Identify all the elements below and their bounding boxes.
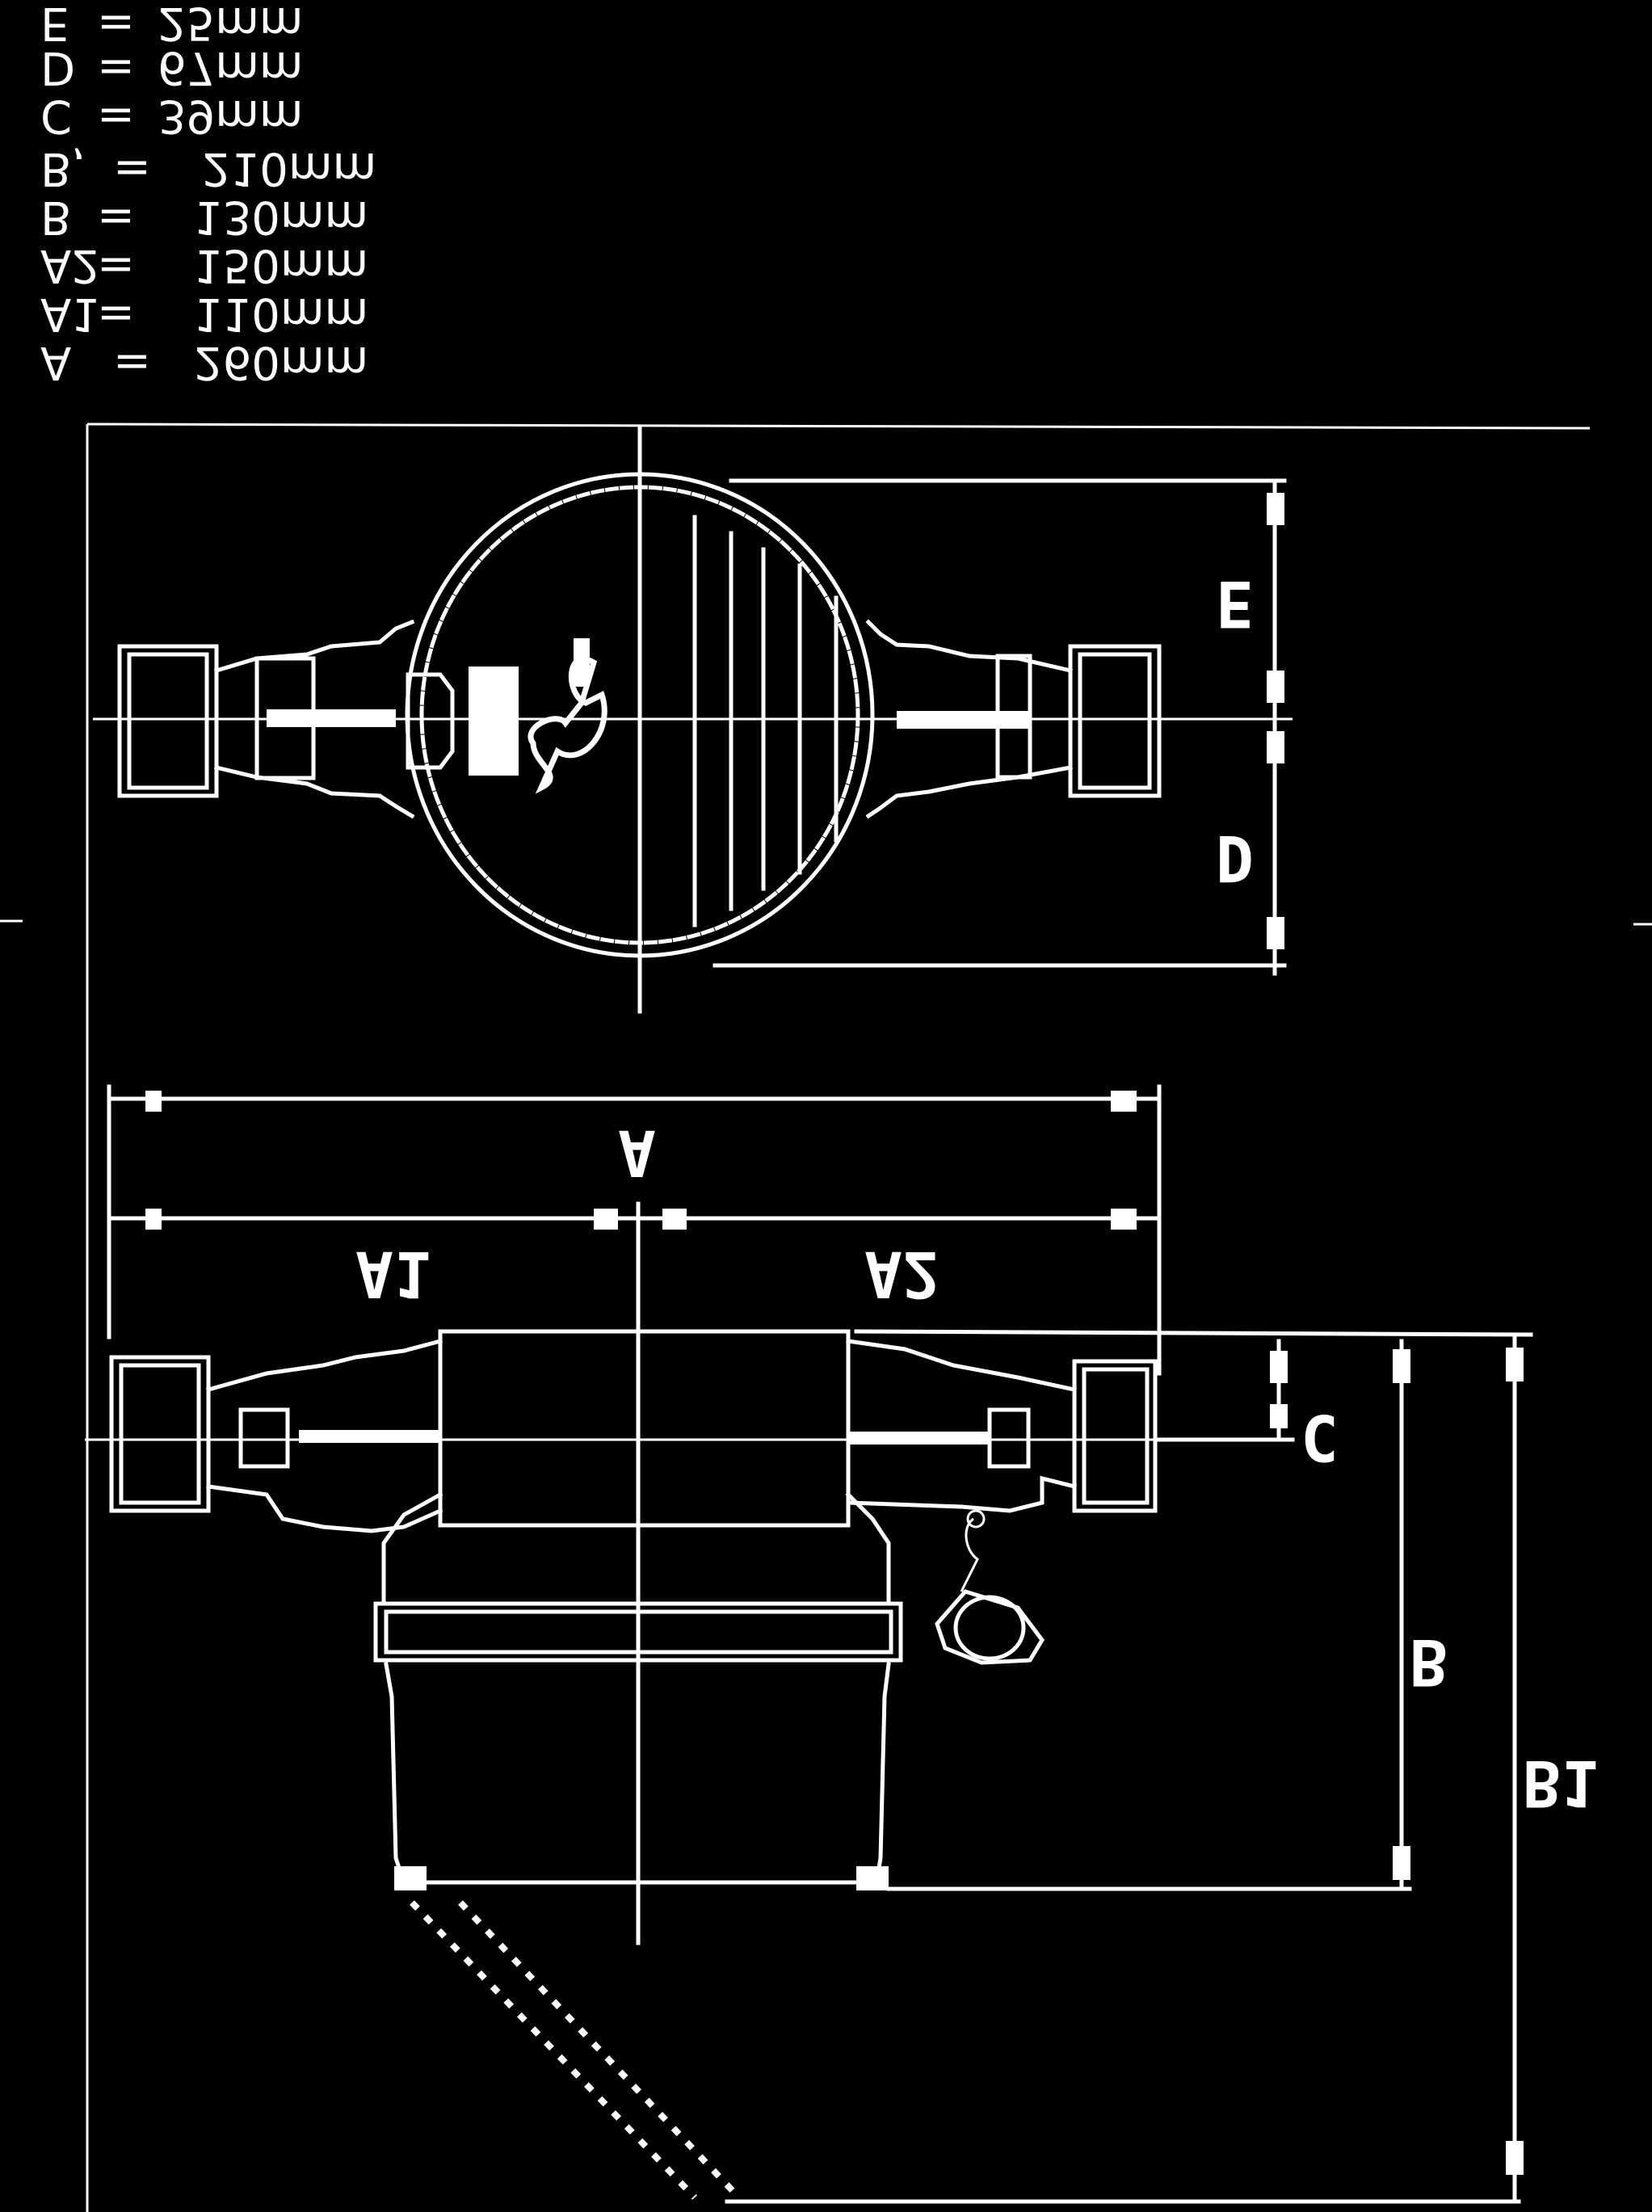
svg-text:A1: A1 — [40, 288, 100, 340]
left-connector-top — [117, 619, 455, 819]
dial-pointer-bar — [574, 638, 590, 687]
tick-A1-left — [145, 1209, 162, 1230]
tick-C-top — [1270, 1351, 1288, 1383]
svg-text:110mm: 110mm — [194, 288, 368, 340]
spec-row-B: B = 130mm — [40, 191, 368, 243]
tick-A2-right — [1111, 1209, 1137, 1230]
label-B: B — [1410, 1625, 1448, 1697]
right-connector-side — [846, 1339, 1158, 1513]
tick-B1-top — [1506, 1348, 1524, 1381]
dial-pointer-symbol — [528, 656, 607, 794]
svg-text:A2: A2 — [40, 239, 100, 292]
tick-B-bottom — [1393, 1846, 1410, 1880]
spec-row-B1: B, = 210mm — [40, 142, 376, 195]
tick-D-top — [1267, 731, 1284, 763]
svg-text:=: = — [97, 288, 135, 340]
left-connector-side — [109, 1338, 443, 1533]
dim-B-top-extension — [854, 1329, 1533, 1337]
svg-text:=: = — [113, 142, 151, 195]
svg-text:E: E — [40, 0, 69, 49]
tick-B-top — [1393, 1349, 1410, 1383]
body-left-shoulder — [381, 1491, 443, 1606]
spec-row-C: C = 39mm — [40, 90, 303, 142]
tick-E-top — [1267, 493, 1284, 525]
spec-row-A1: A1 = 110mm — [40, 288, 368, 340]
svg-text:D: D — [40, 41, 75, 94]
svg-text:=: = — [97, 191, 135, 243]
spec-table: E = 25mm D = 67mm C = 39mm B, = 210mm B … — [40, 0, 376, 389]
body-inner-circle — [419, 485, 860, 945]
frame-top-line — [86, 423, 1591, 430]
svg-text:=: = — [97, 90, 135, 142]
svg-text:39mm: 39mm — [158, 90, 303, 142]
label-E: E — [1216, 566, 1254, 639]
top-view: E D — [93, 424, 1293, 1014]
svg-text:25mm: 25mm — [158, 0, 303, 49]
tick-B1-bottom — [1506, 2141, 1524, 2175]
label-A1: A1 — [355, 1237, 431, 1310]
body-flange — [373, 1601, 903, 1663]
right-connector-top — [865, 619, 1162, 819]
hatch-lines — [692, 515, 839, 927]
svg-text:C: C — [40, 90, 72, 142]
label-D: D — [1216, 821, 1254, 894]
body-upper-block — [438, 1329, 851, 1528]
svg-text:=: = — [97, 0, 135, 49]
svg-text:150mm: 150mm — [194, 239, 368, 292]
spec-row-A: A = 260mm — [40, 336, 368, 389]
spec-row-E: E = 25mm — [40, 0, 303, 49]
register-block — [469, 667, 519, 776]
frame — [0, 423, 1652, 2212]
label-A2: A2 — [864, 1237, 940, 1310]
hidden-line-left — [410, 1900, 697, 2200]
svg-text:130mm: 130mm — [194, 191, 368, 243]
spec-row-A2: A2 = 150mm — [40, 239, 368, 292]
svg-text:B,: B, — [40, 142, 86, 195]
body-right-shoulder — [845, 1491, 891, 1606]
seal-tag — [935, 1509, 1045, 1665]
svg-text:=: = — [113, 336, 151, 389]
tick-D-bottom — [1267, 917, 1284, 949]
side-view: A A1 A2 — [85, 1084, 1599, 2204]
svg-text:260mm: 260mm — [194, 336, 368, 389]
label-A: A — [618, 1116, 656, 1188]
svg-text:67mm: 67mm — [158, 41, 303, 94]
svg-text:A: A — [40, 336, 71, 389]
hidden-line-right — [458, 1900, 738, 2196]
tick-E-bottom — [1267, 671, 1284, 703]
svg-text:B: B — [40, 191, 71, 243]
tick-A-right — [1111, 1091, 1137, 1112]
spec-row-D: D = 67mm — [40, 41, 303, 94]
svg-text:=: = — [97, 41, 135, 94]
tick-A-left — [145, 1091, 162, 1112]
tick-A2-left — [662, 1209, 687, 1230]
svg-text:210mm: 210mm — [202, 142, 376, 195]
label-C: C — [1301, 1400, 1339, 1473]
label-B1: B1 — [1523, 1746, 1599, 1819]
tick-A1-right — [594, 1209, 618, 1230]
body-lower-block — [384, 1662, 891, 1885]
tick-C-bottom — [1270, 1404, 1288, 1428]
svg-text:=: = — [97, 239, 135, 292]
